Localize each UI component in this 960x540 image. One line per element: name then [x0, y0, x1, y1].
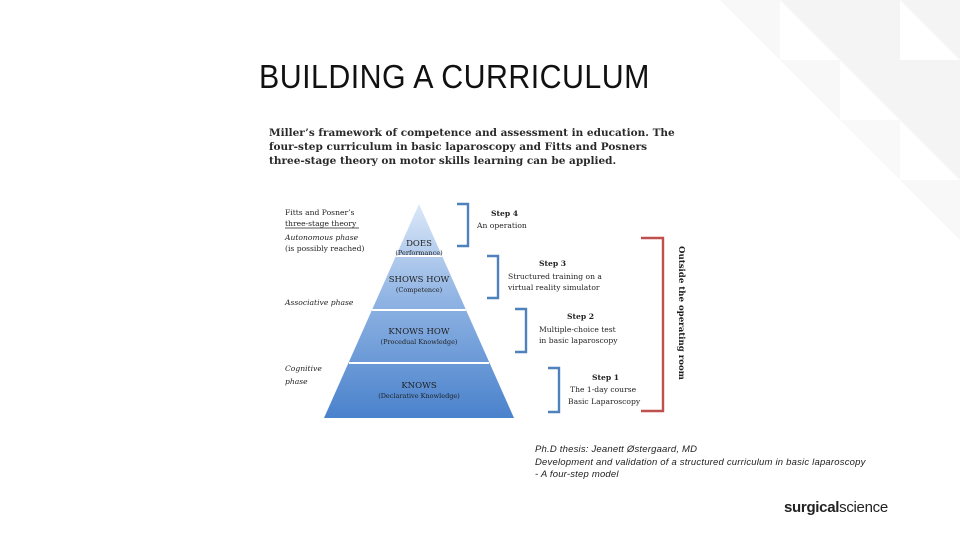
slide-title: BUILDING A CURRICULUM — [259, 58, 650, 95]
theory-heading-1: Fitts and Posner’s — [285, 208, 355, 217]
theory-heading-2: three-stage theory — [285, 219, 357, 228]
step-2-desc-1: Multiple-choice test — [539, 325, 616, 334]
pyramid-level-knows: KNOWS — [401, 381, 436, 391]
step-3-desc-2: virtual reality simulator — [507, 283, 600, 292]
pyramid-level-knows-how-sub: (Procedual Knowledge) — [381, 338, 458, 346]
citation-line-1: Ph.D thesis: Jeanett Østergaard, MD — [535, 444, 698, 455]
step-2-bracket — [515, 307, 528, 354]
pyramid — [324, 204, 514, 418]
step-1-bracket — [548, 366, 561, 414]
step-1-name: Step 1 — [592, 373, 619, 382]
step-1-desc-2: Basic Laparoscopy — [568, 397, 641, 406]
step-4-desc: An operation — [476, 221, 527, 230]
step-3-desc-1: Structured training on a — [508, 272, 602, 281]
step-1-desc-1: The 1-day course — [570, 385, 637, 394]
phase-cognitive: Cognitive — [285, 364, 322, 373]
phase-cognitive-2: phase — [285, 377, 308, 386]
step-3-bracket — [487, 254, 500, 300]
miller-framework-figure: DOES (Performance) SHOWS HOW (Competence… — [265, 122, 705, 422]
pyramid-level-knows-how: KNOWS HOW — [388, 327, 449, 337]
logo-part-1: surgical — [784, 499, 840, 516]
surgical-science-logo: surgicalscience — [784, 499, 888, 516]
pyramid-diagram: DOES (Performance) SHOWS HOW (Competence… — [284, 202, 686, 418]
logo-part-2: science — [839, 499, 888, 516]
citation-line-2: Development and validation of a structur… — [535, 456, 866, 468]
step-2-desc-2: in basic laparoscopy — [539, 336, 618, 345]
pyramid-level-does-sub: (Performance) — [395, 249, 443, 257]
pyramid-level-knows-sub: (Declarative Knowledge) — [378, 392, 460, 400]
phase-autonomous-note: (is possibly reached) — [285, 244, 365, 253]
step-4-name: Step 4 — [491, 209, 518, 218]
citation: Ph.D thesis: Jeanett Østergaard, MD Deve… — [535, 444, 866, 482]
figure-caption: Miller’s framework of competence and ass… — [269, 127, 675, 167]
pyramid-level-shows-how: SHOWS HOW — [389, 275, 450, 285]
pyramid-level-does: DOES — [406, 239, 432, 249]
citation-line-3: - A four-step model — [535, 469, 619, 480]
corner-decoration — [720, 0, 960, 240]
pyramid-level-shows-how-sub: (Competence) — [396, 286, 443, 294]
step-3-name: Step 3 — [539, 259, 566, 268]
step-brackets — [457, 202, 561, 414]
step-2-name: Step 2 — [567, 312, 594, 321]
phase-autonomous: Autonomous phase — [284, 233, 359, 242]
phase-associative: Associative phase — [284, 298, 354, 307]
outside-or-label: Outside the operating room — [676, 246, 686, 380]
step-4-bracket — [457, 202, 470, 248]
outside-or-bracket — [641, 236, 665, 413]
